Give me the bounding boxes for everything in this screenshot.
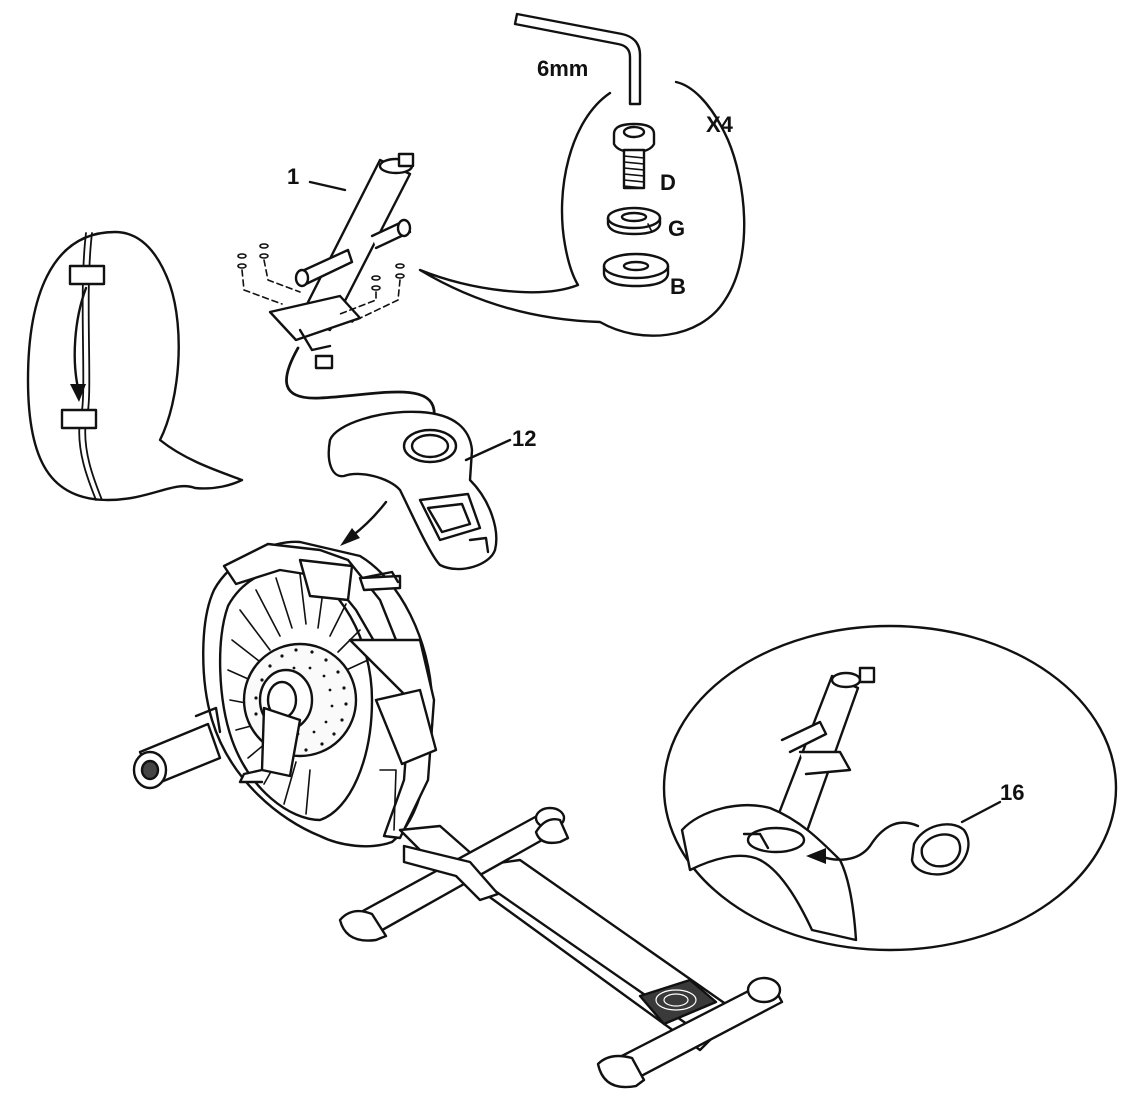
- flat-washer-icon: [602, 252, 670, 288]
- allen-key-icon: [513, 12, 642, 106]
- handlebar-post: [237, 152, 415, 370]
- cable-tie-bottom-icon: [60, 408, 98, 430]
- grommet-ring-icon: [910, 823, 970, 876]
- arrow-install-icon: [340, 500, 388, 546]
- lock-washer-label: G: [668, 216, 685, 241]
- detail-callout: [662, 624, 1118, 952]
- part-12-label: 12: [512, 426, 536, 451]
- quantity-label: X4: [706, 112, 734, 137]
- crank-arm: [260, 706, 302, 778]
- arrow-down-icon: [70, 286, 88, 402]
- cable-tie-top-icon: [68, 264, 106, 286]
- part-1-label: 1: [287, 164, 299, 189]
- lock-washer-icon: [606, 206, 662, 236]
- cable-callout-bubble: [26, 230, 244, 502]
- detail-callout-circle: [662, 624, 1118, 952]
- screw-set-icon: [237, 243, 405, 323]
- flat-washer-label: B: [670, 274, 686, 299]
- tool-size-label: 6mm: [537, 56, 588, 81]
- bike-frame: [132, 540, 784, 1089]
- bolt-label: D: [660, 170, 676, 195]
- cable-callout: [26, 230, 244, 502]
- hardware-callout-bubble: [418, 80, 746, 337]
- arrow-insert-icon: [806, 821, 920, 864]
- bolt-icon: [612, 122, 656, 190]
- hardware-callout: 6mm X4 D G B: [418, 12, 746, 337]
- front-shroud: [327, 410, 512, 571]
- foot-pedal: [638, 978, 718, 1026]
- part-16-label: 16: [1000, 780, 1024, 805]
